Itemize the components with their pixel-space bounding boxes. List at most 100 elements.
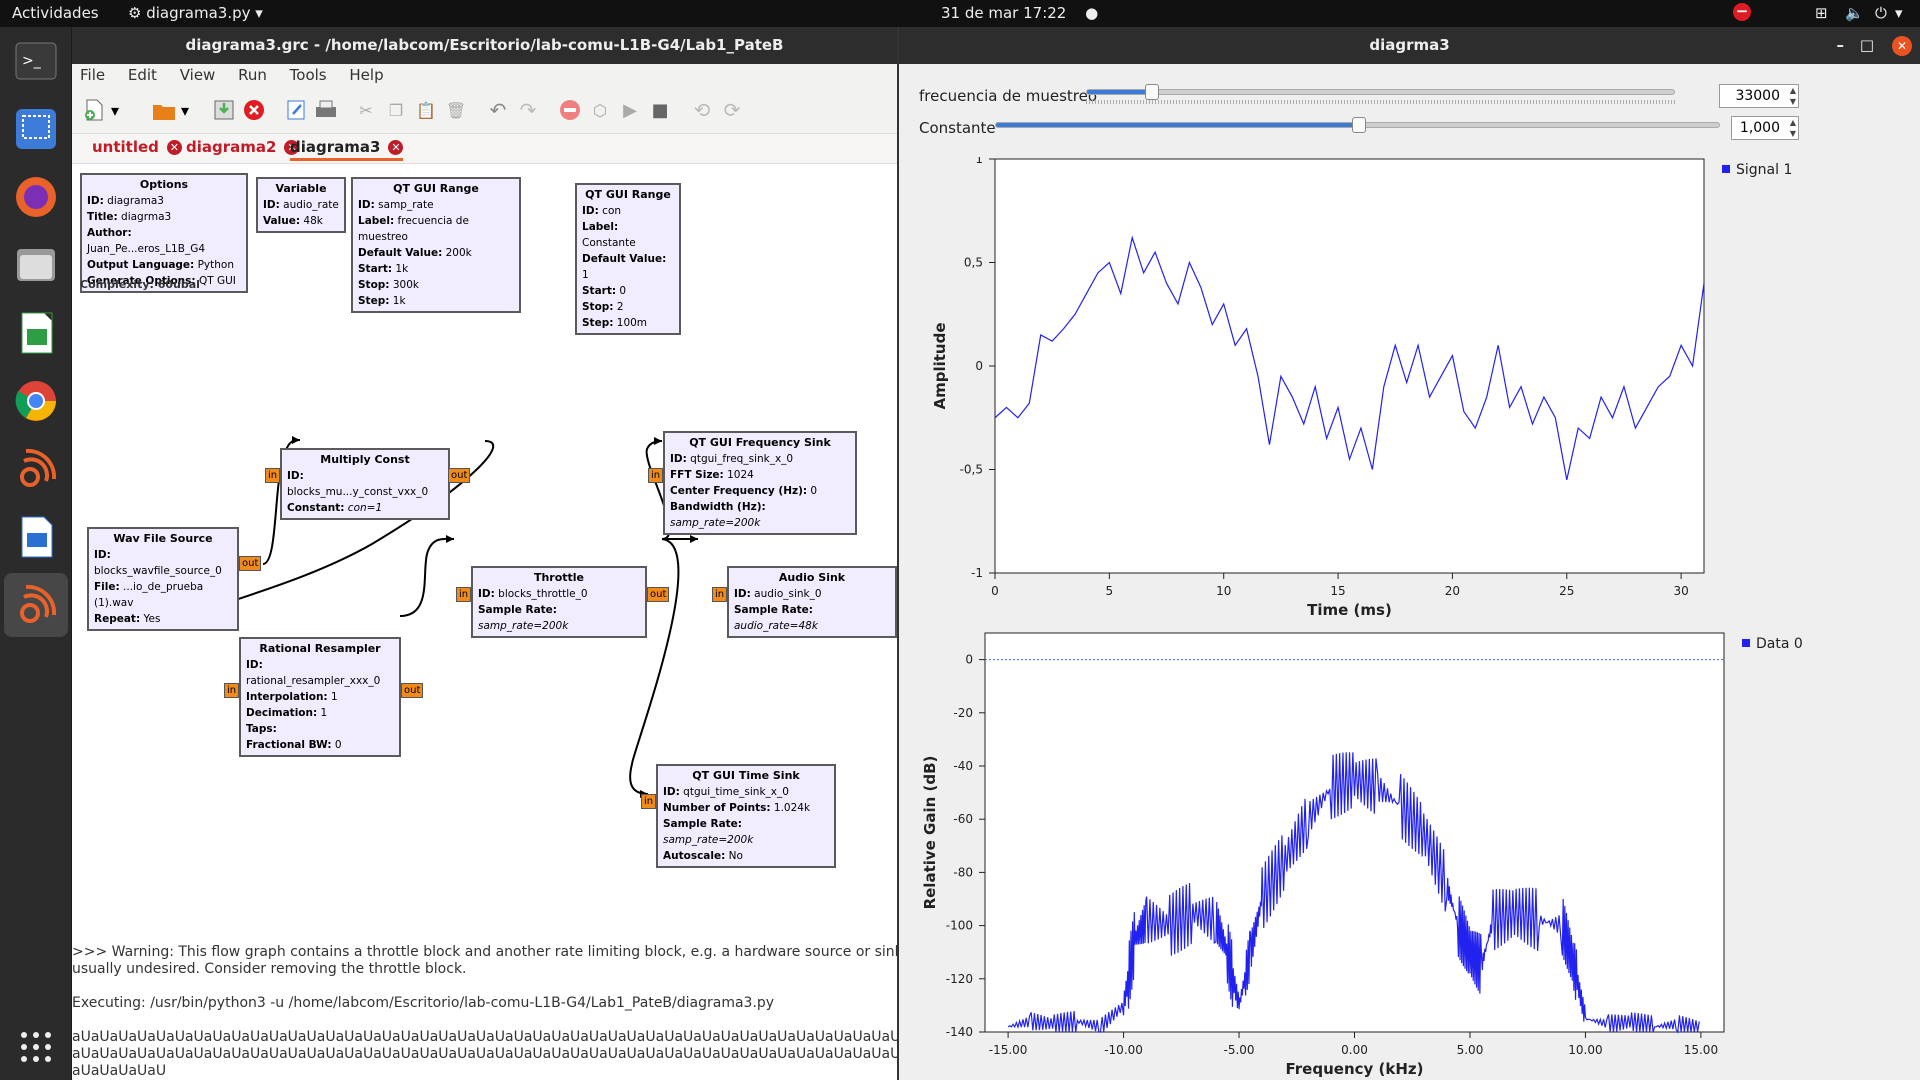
port-in[interactable]: in: [456, 587, 472, 602]
clock[interactable]: 31 de mar 17:22 ●: [941, 4, 1098, 22]
slider-handle[interactable]: [1144, 84, 1159, 100]
port-in[interactable]: in: [712, 587, 728, 602]
samp-rate-slider[interactable]: [1086, 84, 1675, 100]
error-icon[interactable]: [558, 98, 582, 122]
console-output[interactable]: >>> Warning: This flow graph contains a …: [72, 944, 897, 1080]
datetime-label: 31 de mar 17:22: [941, 4, 1067, 22]
close-icon[interactable]: ✕: [388, 140, 404, 155]
menu-help[interactable]: Help: [349, 66, 384, 84]
port-out[interactable]: out: [448, 468, 471, 483]
grc-titlebar[interactable]: diagrama3.grc - /home/labcom/Escritorio/…: [72, 27, 897, 64]
y-tick-label: 1: [975, 157, 983, 166]
plot-titlebar[interactable]: diagrma3 – □ ✕: [899, 27, 1920, 64]
rotate-ccw-icon[interactable]: ⟲: [693, 98, 711, 122]
close-icon[interactable]: ✕: [1892, 36, 1912, 56]
close-icon[interactable]: ✕: [166, 140, 182, 155]
notification-dot-icon: ●: [1085, 4, 1099, 22]
series-line: [1007, 752, 1700, 1034]
generate-icon[interactable]: ⬡: [593, 100, 607, 120]
block-qt-gui-range-con[interactable]: QT GUI Range ID: con Label: Constante De…: [575, 183, 681, 335]
slider-label: Constante: [919, 119, 996, 137]
close-flowgraph-icon[interactable]: [242, 98, 266, 122]
network-icon[interactable]: ⊞: [1815, 4, 1828, 22]
properties-icon[interactable]: [284, 98, 308, 122]
freq-plot[interactable]: 0-20-40-60-80-100-120-140-15.00-10.00-5.…: [899, 627, 1920, 1080]
writer-icon[interactable]: [12, 513, 60, 561]
block-multiply-const[interactable]: Multiply Const ID: blocks_mu...y_const_v…: [280, 448, 450, 520]
x-tick-label: 0: [991, 584, 999, 598]
block-throttle[interactable]: Throttle ID: blocks_throttle_0 Sample Ra…: [471, 566, 647, 638]
gnuradio-icon[interactable]: [12, 445, 60, 493]
screenshot-icon[interactable]: [12, 105, 60, 153]
constante-slider[interactable]: [995, 117, 1720, 133]
chrome-icon[interactable]: [12, 377, 60, 425]
show-apps-icon[interactable]: [12, 1023, 60, 1071]
print-icon[interactable]: [314, 98, 338, 122]
block-qt-gui-time-sink[interactable]: QT GUI Time Sink ID: qtgui_time_sink_x_0…: [656, 764, 836, 868]
console-line: [72, 978, 897, 995]
minimize-icon[interactable]: –: [1836, 36, 1845, 54]
paste-icon[interactable]: 📋: [416, 100, 436, 120]
close-icon[interactable]: ✕: [284, 140, 300, 155]
rotate-cw-icon[interactable]: ⟳: [723, 98, 741, 122]
block-options[interactable]: Options ID: diagrama3 Title: diagrma3 Au…: [80, 173, 248, 293]
block-title: Multiply Const: [320, 453, 410, 466]
volume-icon[interactable]: 🔈: [1845, 4, 1864, 22]
block-qt-gui-frequency-sink[interactable]: QT GUI Frequency Sink ID: qtgui_freq_sin…: [663, 431, 857, 535]
port-in[interactable]: in: [648, 468, 664, 483]
terminal-icon[interactable]: >_: [12, 37, 60, 85]
activities-button[interactable]: Actividades: [12, 4, 99, 22]
spin-arrows-icon[interactable]: ▲▼: [1789, 86, 1796, 106]
block-title: QT GUI Range: [393, 182, 479, 195]
app-menu[interactable]: ⚙ diagrama3.py ▾: [128, 4, 263, 22]
menu-tools[interactable]: Tools: [289, 66, 327, 84]
open-folder-icon[interactable]: [152, 98, 176, 122]
menu-run[interactable]: Run: [238, 66, 267, 84]
block-wav-file-source[interactable]: Wav File Source ID: blocks_wavfile_sourc…: [87, 527, 239, 631]
firefox-icon[interactable]: [12, 173, 60, 221]
port-in[interactable]: in: [641, 794, 657, 809]
flowgraph-canvas[interactable]: Options ID: diagrama3 Title: diagrma3 Au…: [72, 164, 897, 944]
tab-diagrama3[interactable]: diagrama3✕: [290, 138, 404, 161]
samp-rate-spinbox[interactable]: 33000▲▼: [1719, 84, 1799, 108]
chevron-down-icon[interactable]: ▾: [110, 100, 120, 120]
spin-arrows-icon[interactable]: ▲▼: [1789, 118, 1796, 138]
cut-icon[interactable]: ✂: [359, 100, 373, 120]
dock: >_: [0, 27, 72, 1080]
delete-icon[interactable]: 🗑: [445, 100, 467, 120]
block-rational-resampler[interactable]: Rational Resampler ID: rational_resample…: [239, 637, 401, 757]
undo-icon[interactable]: ↶: [489, 98, 507, 122]
menu-file[interactable]: File: [80, 66, 106, 84]
x-tick-label: -10.00: [1104, 1043, 1143, 1057]
menu-edit[interactable]: Edit: [127, 66, 157, 84]
stop-icon[interactable]: ■: [651, 99, 669, 121]
block-qt-gui-range-samp-rate[interactable]: QT GUI Range ID: samp_rate Label: frecue…: [351, 177, 521, 313]
port-out[interactable]: out: [239, 556, 262, 571]
copy-icon[interactable]: ❐: [388, 100, 404, 120]
save-icon[interactable]: [212, 98, 236, 122]
port-in[interactable]: in: [224, 683, 240, 698]
maximize-icon[interactable]: □: [1859, 36, 1874, 54]
gnuradio-active-icon[interactable]: [4, 573, 68, 637]
do-not-disturb-icon[interactable]: −: [1733, 3, 1751, 21]
port-in[interactable]: in: [265, 468, 281, 483]
tab-diagrama2[interactable]: diagrama2✕: [186, 138, 300, 156]
chevron-down-icon[interactable]: ▾: [1895, 4, 1903, 22]
new-file-icon[interactable]: [82, 98, 106, 122]
block-variable[interactable]: Variable ID: audio_rate Value: 48k: [256, 177, 346, 233]
menu-view[interactable]: View: [179, 66, 216, 84]
chevron-down-icon[interactable]: ▾: [180, 100, 190, 120]
tab-untitled[interactable]: untitled✕: [92, 138, 182, 156]
block-audio-sink[interactable]: Audio Sink ID: audio_sink_0 Sample Rate:…: [727, 566, 897, 638]
redo-icon[interactable]: ↷: [519, 98, 537, 122]
files-icon[interactable]: [12, 241, 60, 289]
port-out[interactable]: out: [647, 587, 670, 602]
slider-handle[interactable]: [1351, 117, 1366, 133]
constante-spinbox[interactable]: 1,000▲▼: [1731, 116, 1799, 140]
port-out[interactable]: out: [401, 683, 424, 698]
x-tick-label: 15.00: [1684, 1043, 1718, 1057]
spreadsheet-icon[interactable]: [12, 309, 60, 357]
execute-icon[interactable]: ▶: [623, 99, 637, 121]
power-icon[interactable]: ⏻: [1875, 4, 1887, 22]
